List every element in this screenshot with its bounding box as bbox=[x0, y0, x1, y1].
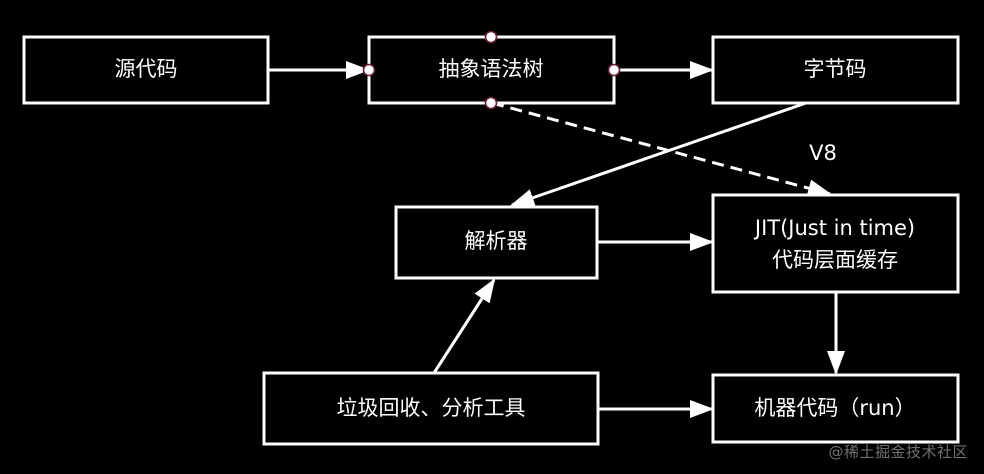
watermark: @稀土掘金技术社区 bbox=[828, 443, 968, 461]
node-bytecode: 字节码 bbox=[711, 35, 960, 105]
engine-label: V8 bbox=[809, 141, 837, 165]
node-source-box bbox=[22, 35, 270, 105]
connection-handle-left[interactable] bbox=[362, 63, 376, 77]
node-ast: 抽象语法树 bbox=[362, 30, 621, 110]
connection-handle-top[interactable] bbox=[484, 30, 498, 44]
node-jit-box bbox=[711, 193, 960, 294]
node-parser-box bbox=[394, 205, 599, 280]
node-source: 源代码 bbox=[22, 35, 270, 105]
node-jit-label-line1: JIT(Just in time) bbox=[753, 216, 915, 240]
node-machine-box bbox=[711, 373, 960, 444]
node-parser: 解析器 bbox=[394, 205, 599, 280]
node-bytecode-box bbox=[711, 35, 960, 105]
edge-ast-to-jit-dashed bbox=[491, 101, 832, 197]
edges bbox=[268, 61, 845, 418]
node-source-label: 源代码 bbox=[115, 57, 178, 81]
node-ast-label: 抽象语法树 bbox=[439, 57, 544, 81]
node-gc: 垃圾回收、分析工具 bbox=[262, 371, 600, 446]
node-jit-label-line2: 代码层面缓存 bbox=[772, 248, 898, 272]
node-machine: 机器代码（run） bbox=[711, 373, 960, 444]
node-machine-label: 机器代码（run） bbox=[754, 396, 915, 420]
edge-gc-to-parser bbox=[432, 278, 496, 374]
node-parser-label: 解析器 bbox=[465, 229, 528, 253]
connection-handle-bottom[interactable] bbox=[484, 96, 498, 110]
node-gc-box bbox=[262, 371, 600, 446]
node-gc-label: 垃圾回收、分析工具 bbox=[337, 396, 526, 420]
node-jit: JIT(Just in time) 代码层面缓存 bbox=[711, 193, 960, 294]
connection-handle-right[interactable] bbox=[607, 63, 621, 77]
node-bytecode-label: 字节码 bbox=[804, 57, 867, 81]
edge-bytecode-to-parser bbox=[510, 101, 807, 207]
